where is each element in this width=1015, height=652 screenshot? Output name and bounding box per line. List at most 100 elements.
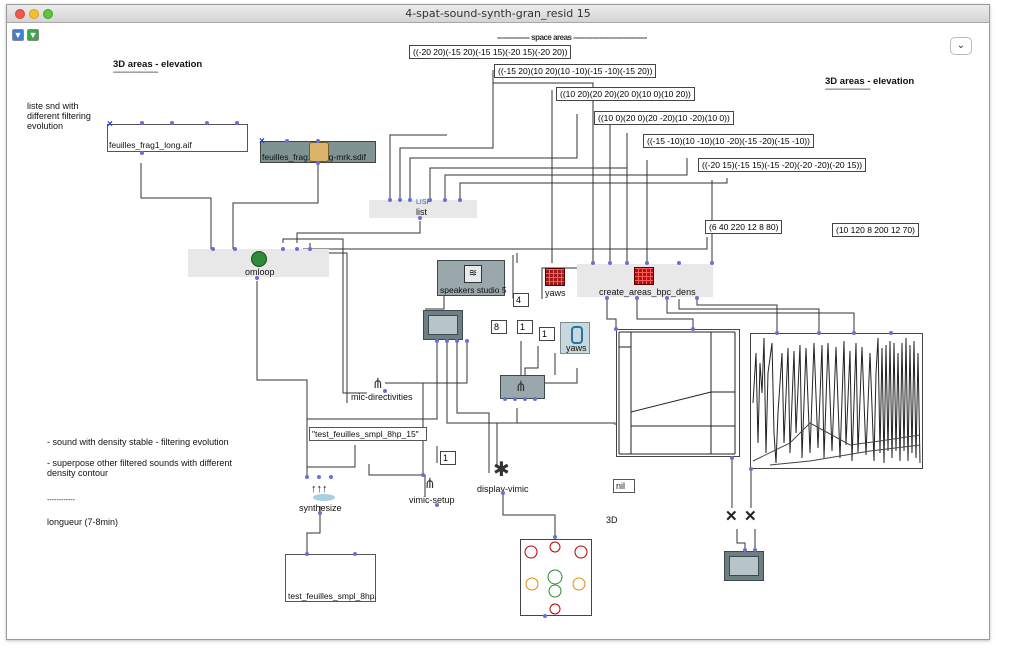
number-box-4[interactable]: 4 (513, 293, 529, 307)
list-box-6[interactable]: ((-20 15)(-15 15)(-15 -20)(-20 -20)(-20 … (698, 158, 867, 172)
list-box-4[interactable]: ((10 0)(20 0)(20 -20)(10 -20)(10 0)) (594, 111, 734, 125)
number-box-1b[interactable]: 1 (539, 327, 555, 341)
string-input-box[interactable]: "test_feuilles_smpl_8hp_15" (309, 427, 427, 441)
list-box-7[interactable]: (6 40 220 12 8 80) (705, 220, 783, 234)
inlet-dot[interactable] (316, 161, 320, 165)
patch-canvas[interactable]: ▼ ▼ ⌄ --------------- space areas ------… (7, 23, 989, 639)
inlet-dot[interactable] (408, 198, 412, 202)
inlet-dot[interactable] (443, 198, 447, 202)
inlet-dot[interactable] (695, 296, 699, 300)
inlet-dot[interactable] (753, 548, 757, 552)
nil-box[interactable]: nil (613, 479, 635, 493)
yaws-object-2[interactable]: yaws (560, 322, 590, 354)
zoom-button[interactable] (43, 9, 53, 19)
output-player-object[interactable] (724, 551, 764, 581)
list-box-3[interactable]: ((10 20)(20 20)(20 0)(10 0)(10 20)) (556, 87, 695, 101)
inlet-dot[interactable] (458, 198, 462, 202)
number-box-1c[interactable]: 1 (440, 451, 456, 465)
inlet-dot[interactable] (710, 261, 714, 265)
bpc-editor-areas[interactable] (616, 329, 740, 457)
inlet-dot[interactable] (421, 473, 425, 477)
inlet-dot[interactable] (388, 198, 392, 202)
display-vimic-view[interactable] (520, 539, 592, 616)
dropdown-button[interactable]: ⌄ (950, 37, 972, 55)
close-x-icon[interactable]: × (259, 136, 265, 147)
inlet-dot[interactable] (730, 456, 734, 460)
list-box-5[interactable]: ((-15 -10)(10 -10)(10 -20)(-15 -20)(-15 … (643, 134, 814, 148)
up-arrow-icon[interactable]: ▼ (27, 29, 39, 41)
inlet-dot[interactable] (170, 121, 174, 125)
inlet-dot[interactable] (625, 261, 629, 265)
inlet-dot[interactable] (305, 475, 309, 479)
inlet-dot[interactable] (318, 511, 322, 515)
inlet-dot[interactable] (428, 198, 432, 202)
number-box-1a[interactable]: 1 (517, 320, 533, 334)
inlet-dot[interactable] (255, 276, 259, 280)
inlet-dot[interactable] (281, 247, 285, 251)
inlet-dot[interactable] (435, 503, 439, 507)
inlet-dot[interactable] (398, 198, 402, 202)
density-envelope-editor[interactable] (750, 333, 923, 469)
title-bar[interactable]: 4-spat-sound-synth-gran_resid 15 (7, 5, 989, 23)
inlet-dot[interactable] (665, 296, 669, 300)
list-box-2[interactable]: ((-15 20)(10 20)(10 -10)(-15 -10)(-15 20… (494, 64, 657, 78)
inlet-dot[interactable] (749, 467, 753, 471)
inlet-dot[interactable] (329, 475, 333, 479)
down-arrow-icon[interactable]: ▼ (12, 29, 24, 41)
sound-file-box[interactable]: feuilles_frag1_long.aif (107, 124, 248, 152)
inlet-dot[interactable] (295, 247, 299, 251)
inlet-dot[interactable] (140, 151, 144, 155)
inlet-dot[interactable] (211, 247, 215, 251)
inlet-dot[interactable] (817, 331, 821, 335)
inlet-dot[interactable] (455, 339, 459, 343)
inlet-dot[interactable] (889, 331, 893, 335)
inlet-dot[interactable] (308, 247, 312, 251)
list-object[interactable] (369, 200, 477, 218)
minimize-button[interactable] (29, 9, 39, 19)
inlet-dot[interactable] (691, 327, 695, 331)
inlet-dot[interactable] (635, 296, 639, 300)
speakers-object[interactable]: speakers studio 5 ≋ (437, 260, 507, 296)
inlet-dot[interactable] (533, 397, 537, 401)
inlet-dot[interactable] (465, 339, 469, 343)
inlet-dot[interactable] (235, 121, 239, 125)
speakers-setup-object[interactable] (423, 310, 463, 340)
inlet-dot[interactable] (614, 327, 618, 331)
inlet-dot[interactable] (233, 247, 237, 251)
inlet-dot[interactable] (383, 389, 387, 393)
close-x-icon[interactable]: × (107, 119, 113, 130)
inlet-dot[interactable] (316, 139, 320, 143)
inlet-dot[interactable] (852, 331, 856, 335)
inlet-dot[interactable] (513, 397, 517, 401)
inlet-dot[interactable] (435, 339, 439, 343)
inlet-dot[interactable] (591, 261, 595, 265)
list-box-8[interactable]: (10 120 8 200 12 70) (832, 223, 919, 237)
inlet-dot[interactable] (205, 121, 209, 125)
vimic-object[interactable]: ⋔ (500, 375, 545, 399)
list-box-1[interactable]: ((-20 20)(-15 20)(-15 15)(-20 15)(-20 20… (409, 45, 572, 59)
inlet-dot[interactable] (317, 475, 321, 479)
inlet-dot[interactable] (775, 331, 779, 335)
inlet-dot[interactable] (608, 261, 612, 265)
yaws-grid-icon-1[interactable] (545, 268, 565, 286)
inlet-dot[interactable] (645, 261, 649, 265)
inlet-dot[interactable] (140, 121, 144, 125)
inlet-dot[interactable] (445, 339, 449, 343)
number-box-8[interactable]: 8 (491, 320, 507, 334)
inlet-dot[interactable] (305, 552, 309, 556)
inlet-dot[interactable] (418, 216, 422, 220)
inlet-dot[interactable] (501, 491, 505, 495)
output-file-box[interactable]: test_feuilles_smpl_8hp. (285, 554, 377, 602)
sdif-file-box[interactable]: feuilles_frag1_long-mrk.sdif (260, 141, 376, 163)
inlet-dot[interactable] (523, 397, 527, 401)
inlet-dot[interactable] (605, 296, 609, 300)
inlet-dot[interactable] (543, 614, 547, 618)
close-button[interactable] (15, 9, 25, 19)
liste-comment-2: different filtering (27, 111, 91, 121)
inlet-dot[interactable] (285, 139, 289, 143)
inlet-dot[interactable] (743, 548, 747, 552)
inlet-dot[interactable] (553, 535, 557, 539)
inlet-dot[interactable] (353, 552, 357, 556)
inlet-dot[interactable] (677, 261, 681, 265)
inlet-dot[interactable] (503, 397, 507, 401)
